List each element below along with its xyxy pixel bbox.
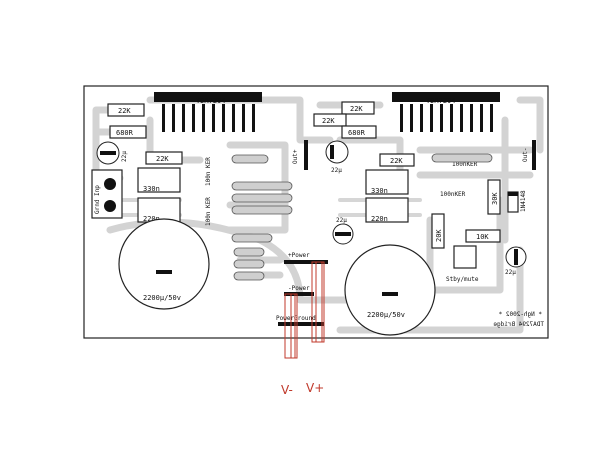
big-caps: 2200µ/50v 2200µ/50v bbox=[118, 218, 436, 336]
r22k-e: 22K bbox=[390, 157, 403, 165]
c100n-ker-d: 100nKER bbox=[440, 191, 466, 198]
r22k-c: 22K bbox=[350, 105, 363, 113]
power-pos-label: +Power bbox=[288, 252, 310, 259]
r22k-d: 22K bbox=[322, 117, 335, 125]
outputs: Out+ Out- bbox=[292, 140, 536, 170]
standby: Stby/mute bbox=[446, 245, 479, 283]
c100n-ker-b: 100n KER bbox=[205, 197, 212, 226]
r680-a: 680R bbox=[116, 129, 134, 137]
standby-label: Stby/mute bbox=[446, 276, 479, 283]
film-caps: 330n 220n 330n 220n 100n KER 100n KER 10… bbox=[137, 157, 478, 226]
supply-wires: V- V+ bbox=[281, 261, 325, 397]
r22k-a: 22K bbox=[118, 107, 131, 115]
c22u-right: 22µ bbox=[505, 269, 516, 276]
diode: 1N4148 bbox=[507, 190, 527, 213]
c220n-left: 220n bbox=[143, 215, 160, 223]
chip-right: TDA7294 bbox=[392, 92, 500, 132]
r20k: 20K bbox=[435, 229, 443, 242]
chip-left: TDA7294 bbox=[154, 92, 262, 132]
link-pads bbox=[231, 153, 493, 281]
credits: * Ngh-2002 * TDA7294 Bridge bbox=[493, 311, 544, 328]
out-plus: Out+ bbox=[292, 149, 299, 164]
input-label: Grnd Inp bbox=[94, 185, 101, 214]
out-minus: Out- bbox=[522, 148, 529, 162]
resistors: 22K 680R 22K 22K 22K 680R 22K 30K 10K 20… bbox=[107, 101, 501, 249]
small-caps: 22µ 22µ 22µ 22µ bbox=[96, 140, 527, 276]
c220n-right: 220n bbox=[371, 215, 388, 223]
r10k: 10K bbox=[476, 233, 489, 241]
cap-big-right: 2200µ/50v bbox=[367, 311, 405, 319]
c100n-ker-c: 100nKER bbox=[452, 161, 478, 168]
c100n-ker-a: 100n KER bbox=[205, 157, 212, 186]
c22u-mid2: 22µ bbox=[336, 217, 347, 224]
power-gnd-label: PowerGround bbox=[276, 315, 316, 322]
cap-big-left: 2200µ/50v bbox=[143, 294, 181, 302]
v-minus-label: V- bbox=[281, 383, 293, 397]
c22u-mid: 22µ bbox=[331, 167, 342, 174]
diode-label: 1N4148 bbox=[520, 190, 527, 212]
c330n-left: 330n bbox=[143, 185, 160, 193]
c330n-right: 330n bbox=[371, 187, 388, 195]
r680-b: 680R bbox=[348, 129, 366, 137]
r22k-b: 22K bbox=[156, 155, 169, 163]
power-neg-label: -Power bbox=[288, 285, 310, 292]
chip-right-label: TDA7294 bbox=[426, 97, 456, 105]
chip-left-label: TDA7294 bbox=[196, 97, 226, 105]
power-connectors: +Power -Power PowerGround bbox=[276, 252, 328, 326]
v-plus-label: V+ bbox=[306, 381, 324, 395]
input-connector: Grnd Inp bbox=[91, 169, 123, 219]
r30k: 30K bbox=[491, 192, 499, 205]
credit-line1: * Ngh-2002 * bbox=[498, 311, 542, 318]
c22u-left: 22µ bbox=[121, 151, 128, 162]
credit-line2: TDA7294 Bridge bbox=[493, 321, 544, 328]
